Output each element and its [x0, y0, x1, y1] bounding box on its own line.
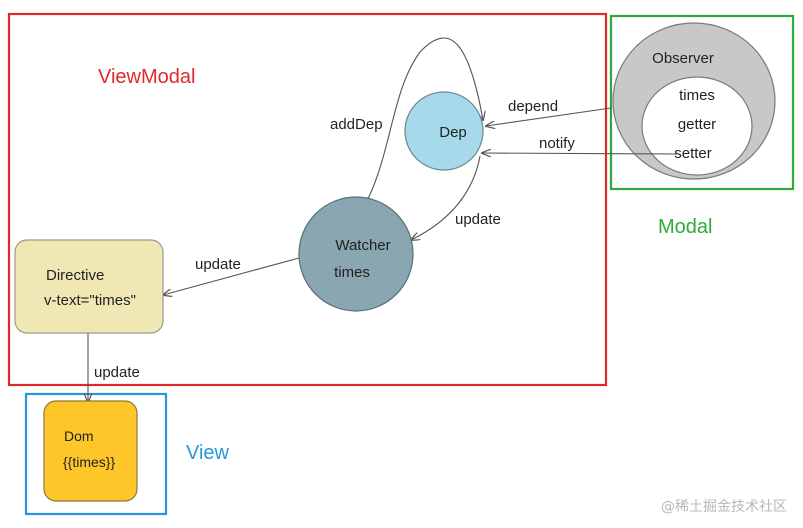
dom-template-label: {{times}}	[63, 454, 115, 470]
view-region	[24, 392, 168, 516]
notify-label: notify	[539, 135, 575, 152]
update-dep-watcher-label: update	[455, 211, 501, 228]
update-watcher-directive-arrow	[163, 257, 300, 295]
observer-item-getter: getter	[678, 116, 716, 133]
adddep-arrow	[366, 37, 483, 202]
dep-label: Dep	[439, 124, 467, 141]
dom-label: Dom	[64, 428, 94, 444]
viewmodal-region	[7, 12, 608, 387]
directive-node	[14, 239, 164, 334]
dep-node	[404, 91, 484, 171]
watermark: @稀土掘金技术社区	[661, 499, 787, 515]
watcher-node	[298, 196, 414, 312]
observer-title: Observer	[652, 50, 714, 67]
modal-label: Modal	[658, 216, 712, 238]
adddep-label: addDep	[330, 116, 383, 133]
notify-arrow	[482, 153, 679, 154]
depend-arrow	[486, 107, 612, 126]
watcher-label: Watcher	[335, 237, 390, 254]
viewmodal-label: ViewModal	[98, 66, 195, 88]
directive-label: Directive	[46, 267, 104, 284]
dom-node	[43, 400, 138, 502]
watcher-times-label: times	[334, 264, 370, 281]
modal-region	[609, 14, 795, 191]
observer-inner-circle	[641, 76, 753, 176]
update-directive-dom-label: update	[94, 364, 140, 381]
update-dep-watcher-arrow	[411, 155, 481, 240]
directive-binding-label: v-text="times"	[44, 292, 136, 309]
observer-item-setter: setter	[674, 145, 712, 162]
depend-label: depend	[508, 98, 558, 115]
view-label: View	[186, 442, 230, 464]
update-watcher-directive-label: update	[195, 256, 241, 273]
observer-item-times: times	[679, 87, 715, 104]
